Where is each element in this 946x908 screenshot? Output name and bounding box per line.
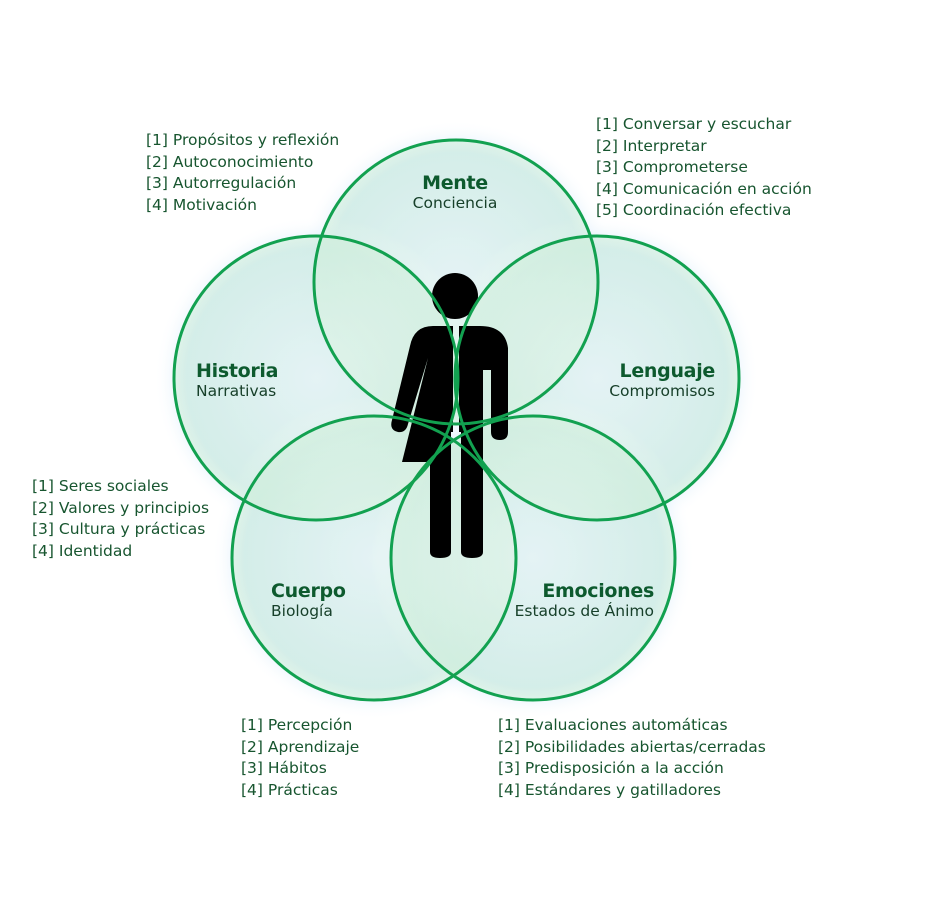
historia-title: Historia bbox=[196, 360, 279, 382]
circle-fill-layer bbox=[174, 140, 739, 700]
circle-outline-layer bbox=[172, 138, 741, 702]
cuerpo-circle bbox=[230, 414, 518, 702]
mente-item: [4] Motivación bbox=[146, 195, 257, 214]
lenguaje-subtitle: Compromisos bbox=[609, 382, 715, 400]
mente-label: Mente Conciencia bbox=[395, 172, 515, 212]
historia-subtitle: Narrativas bbox=[196, 382, 277, 400]
cuerpo-item: [3] Hábitos bbox=[241, 759, 327, 777]
historia-item: [1] Seres sociales bbox=[32, 477, 169, 495]
cuerpo-label: Cuerpo Biología bbox=[271, 580, 346, 620]
historia-item: [3] Cultura y prácticas bbox=[32, 520, 206, 538]
lenguaje-circle bbox=[453, 234, 741, 522]
cuerpo-subtitle: Biología bbox=[271, 602, 333, 620]
cuerpo-title: Cuerpo bbox=[271, 580, 346, 602]
emociones-item: [1] Evaluaciones automáticas bbox=[498, 716, 728, 734]
historia-items: [1] Seres sociales [2] Valores y princip… bbox=[32, 476, 209, 562]
cuerpo-items: [1] Percepción [2] Aprendizaje [3] Hábit… bbox=[241, 715, 359, 801]
emociones-subtitle: Estados de Ánimo bbox=[514, 602, 654, 620]
cuerpo-item: [1] Percepción bbox=[241, 716, 353, 734]
mente-item: [2] Autoconocimiento bbox=[146, 152, 314, 171]
lenguaje-items: [1] Conversar y escuchar [2] Interpretar… bbox=[596, 114, 812, 222]
mente-item: [1] Propósitos y reflexión bbox=[146, 131, 340, 149]
lenguaje-item: [1] Conversar y escuchar bbox=[596, 115, 792, 133]
historia-item: [2] Valores y principios bbox=[32, 498, 210, 517]
historia-item: [4] Identidad bbox=[32, 541, 133, 560]
mente-item: [3] Autorregulación bbox=[146, 174, 297, 192]
emociones-items: [1] Evaluaciones automáticas [2] Posibil… bbox=[498, 715, 766, 801]
lenguaje-label: Lenguaje Compromisos bbox=[575, 360, 715, 400]
lenguaje-title: Lenguaje bbox=[619, 360, 716, 382]
emociones-item: [4] Estándares y gatilladores bbox=[498, 780, 721, 799]
emociones-label: Emociones Estados de Ánimo bbox=[480, 580, 655, 620]
lenguaje-item: [5] Coordinación efectiva bbox=[596, 201, 792, 219]
emociones-title: Emociones bbox=[542, 580, 654, 602]
lenguaje-item: [3] Comprometerse bbox=[596, 158, 748, 176]
emociones-circle bbox=[389, 414, 677, 702]
historia-label: Historia Narrativas bbox=[196, 360, 278, 400]
mente-circle bbox=[312, 138, 600, 426]
mente-title: Mente bbox=[422, 172, 488, 194]
lenguaje-item: [2] Interpretar bbox=[596, 136, 707, 155]
emociones-item: [3] Predisposición a la acción bbox=[498, 759, 724, 777]
lenguaje-item: [4] Comunicación en acción bbox=[596, 179, 812, 198]
cuerpo-item: [2] Aprendizaje bbox=[241, 737, 360, 756]
mente-subtitle: Conciencia bbox=[412, 194, 498, 212]
historia-circle bbox=[172, 234, 460, 522]
mente-items: [1] Propósitos y reflexión [2] Autoconoc… bbox=[146, 130, 339, 216]
person-icon bbox=[391, 273, 508, 558]
cuerpo-item: [4] Prácticas bbox=[241, 780, 338, 799]
emociones-item: [2] Posibilidades abiertas/cerradas bbox=[498, 737, 766, 756]
